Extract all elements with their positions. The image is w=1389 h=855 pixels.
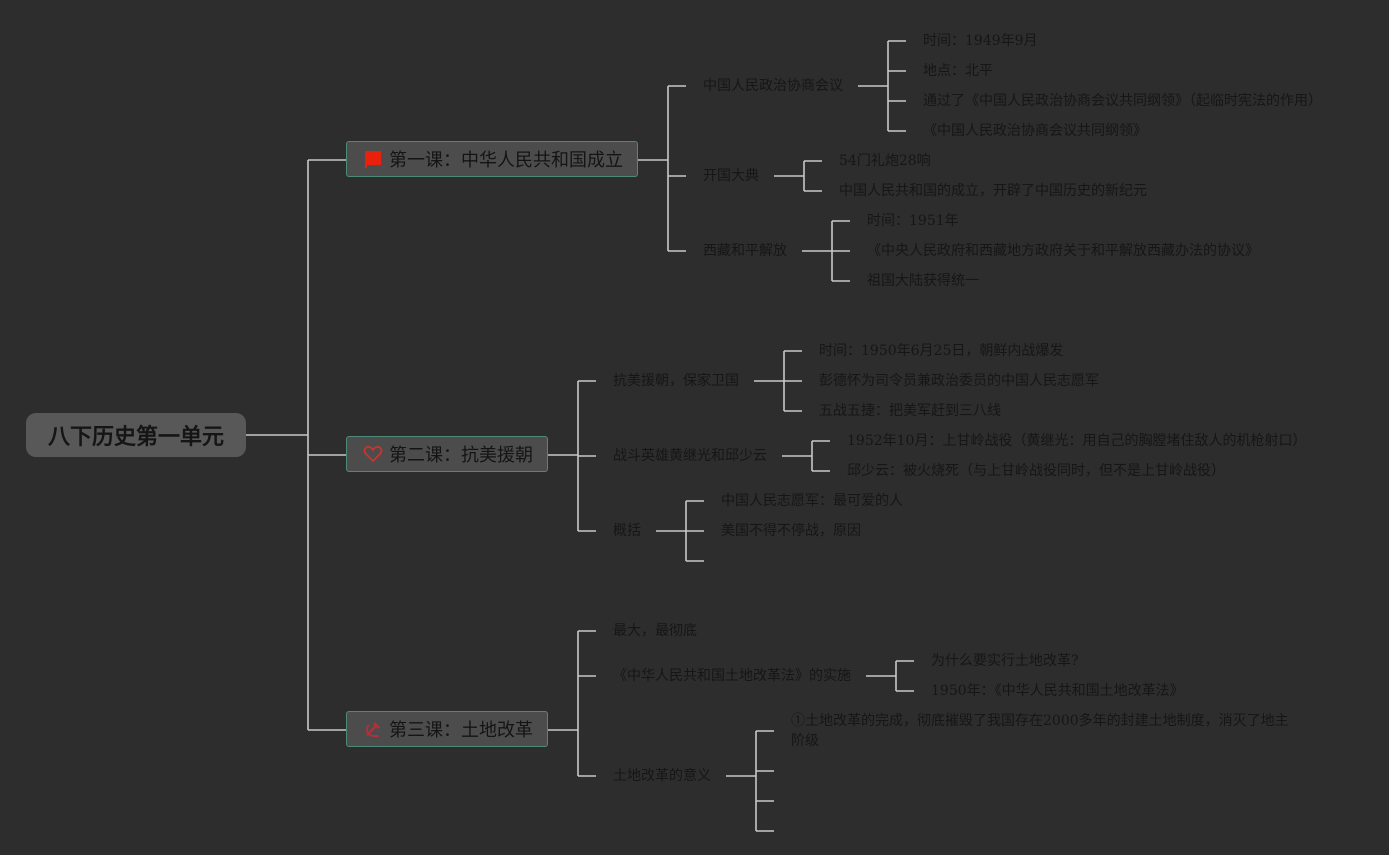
lesson-1-label: 第一课：中华人民共和国成立 — [389, 150, 623, 171]
topic-largest[interactable]: 最大，最彻底 — [613, 623, 697, 639]
topic-summary[interactable]: 概括 — [613, 523, 641, 539]
leaf-text[interactable]: 《中央人民政府和西藏地方政府关于和平解放西藏办法的协议》 — [867, 243, 1259, 259]
leaf-text[interactable]: 时间：1950年6月25日，朝鲜内战爆发 — [819, 343, 1064, 359]
leaf-text[interactable]: 通过了《中国人民政治协商会议共同纲领》（起临时宪法的作用） — [923, 93, 1322, 109]
lesson-1-node[interactable]: 第一课：中华人民共和国成立 — [346, 141, 638, 177]
lesson-2-node[interactable]: 第二课：抗美援朝 — [346, 436, 548, 472]
leaf-text[interactable]: 地点：北平 — [923, 63, 993, 79]
topic-significance[interactable]: 土地改革的意义 — [613, 768, 711, 784]
topic-resist-america[interactable]: 抗美援朝，保家卫国 — [613, 373, 739, 389]
leaf-text[interactable]: 中国人民志愿军：最可爱的人 — [721, 493, 903, 509]
topic-founding-ceremony[interactable]: 开国大典 — [703, 168, 759, 184]
leaf-text[interactable]: 祖国大陆获得统一 — [867, 273, 979, 289]
topic-land-reform-law[interactable]: 《中华人民共和国土地改革法》的实施 — [613, 668, 851, 684]
root-node[interactable]: 八下历史第一单元 — [26, 413, 246, 457]
hammer-sickle-icon — [366, 722, 380, 737]
lesson-2-label: 第二课：抗美援朝 — [389, 445, 533, 466]
topic-heroes[interactable]: 战斗英雄黄继光和邱少云 — [613, 448, 767, 464]
leaf-text[interactable]: 为什么要实行土地改革? — [931, 653, 1079, 669]
leaf-text[interactable]: 1950年：《中华人民共和国土地改革法》 — [931, 683, 1184, 699]
leaf-text[interactable]: 彭德怀为司令员兼政治委员的中国人民志愿军 — [819, 373, 1099, 389]
leaf-text[interactable]: 《中国人民政治协商会议共同纲领》 — [923, 123, 1147, 139]
lesson-3-node[interactable]: 第三课：土地改革 — [346, 711, 548, 747]
topic-cppcc[interactable]: 中国人民政治协商会议 — [703, 78, 843, 94]
leaf-text[interactable]: 美国不得不停战，原因 — [721, 523, 861, 539]
leaf-text[interactable]: ①土地改革的完成，彻底摧毁了我国存在2000多年的封建土地制度，消灭了地主阶级 — [791, 713, 1289, 749]
leaf-text[interactable]: 时间：1951年 — [867, 213, 959, 229]
red-flag-icon — [365, 151, 381, 168]
leaf-text[interactable]: 邱少云：被火烧死（与上甘岭战役同时，但不是上甘岭战役） — [847, 463, 1225, 479]
topic-tibet-liberation[interactable]: 西藏和平解放 — [703, 243, 787, 259]
leaf-text[interactable]: 54门礼炮28响 — [839, 153, 931, 169]
leaf-text[interactable]: 1952年10月：上甘岭战役（黄继光：用自己的胸膛堵住敌人的机枪射口） — [847, 433, 1307, 449]
leaf-text[interactable]: 时间：1949年9月 — [923, 33, 1038, 49]
leaf-text[interactable]: 五战五捷：把美军赶到三八线 — [819, 403, 1001, 419]
heart-icon — [363, 446, 383, 463]
leaf-text[interactable]: 中国人民共和国的成立，开辟了中国历史的新纪元 — [839, 183, 1147, 199]
lesson-3-label: 第三课：土地改革 — [389, 720, 533, 741]
